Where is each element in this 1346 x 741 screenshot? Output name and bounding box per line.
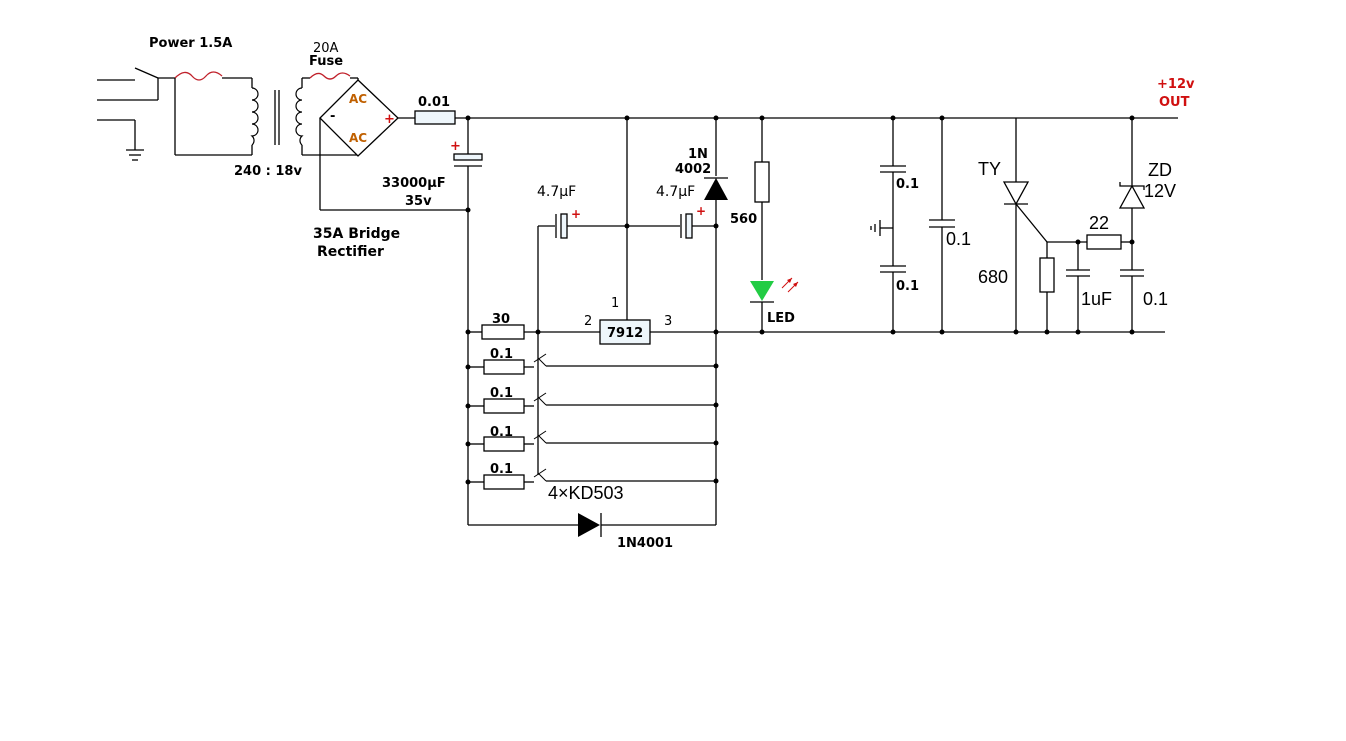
capacitor-1uf bbox=[1066, 242, 1090, 332]
label-thyristor: TY bbox=[978, 159, 1001, 179]
label-main-cap: 33000μF bbox=[382, 176, 446, 191]
label-power: Power 1.5A bbox=[149, 36, 232, 51]
label-bridge-line2: Rectifier bbox=[317, 244, 384, 260]
thyristor bbox=[1002, 181, 1030, 206]
capacitor-4.7uf-b bbox=[680, 213, 693, 239]
label-cap-b: 4.7μF bbox=[656, 184, 695, 200]
led-indicator bbox=[750, 277, 799, 303]
junctions bbox=[465, 115, 1135, 485]
label-cap-bottom: 0.1 bbox=[896, 279, 919, 294]
bridge-rectifier bbox=[319, 79, 399, 157]
resistor-680 bbox=[1039, 257, 1055, 293]
label-fuse: Fuse bbox=[309, 54, 343, 69]
label-cap-gate: 0.1 bbox=[1143, 289, 1168, 309]
label-bridge-minus: - bbox=[330, 109, 335, 124]
label-resistor-22: 22 bbox=[1089, 213, 1109, 233]
label-cap-top: 0.1 bbox=[896, 177, 919, 192]
capacitor-gate-0.1 bbox=[1120, 269, 1144, 332]
primary-fuse bbox=[174, 71, 223, 81]
label-resistor-30: 30 bbox=[492, 312, 510, 327]
label-emitter-r2: 0.1 bbox=[490, 386, 513, 401]
label-bridge-line1: 35A Bridge bbox=[313, 226, 400, 242]
capacitor-stack bbox=[870, 118, 906, 332]
emitter-resistors bbox=[468, 359, 534, 490]
label-fuse-rating: 20A bbox=[313, 41, 339, 56]
label-pin1: 1 bbox=[611, 296, 619, 311]
label-shunt: 0.01 bbox=[418, 95, 450, 110]
label-zener: ZD bbox=[1148, 160, 1172, 180]
diode-1n4002 bbox=[704, 177, 728, 200]
secondary-fuse bbox=[309, 72, 351, 80]
label-main-cap-voltage: 35v bbox=[405, 194, 432, 209]
diode-1n4001 bbox=[578, 513, 602, 537]
shunt-resistor bbox=[414, 110, 456, 125]
capacitor-4.7uf-a bbox=[555, 213, 568, 239]
label-diode-1n4001: 1N4001 bbox=[617, 536, 673, 551]
label-cap-large: 0.1 bbox=[946, 229, 971, 249]
label-diode-1n4002-line2: 4002 bbox=[675, 162, 711, 177]
capacitor-0.1-large bbox=[929, 118, 955, 332]
label-cap-b-plus: + bbox=[696, 204, 706, 218]
label-led: LED bbox=[767, 311, 795, 326]
label-ac-top: AC bbox=[349, 92, 367, 106]
power-switch bbox=[134, 67, 175, 101]
label-output-voltage: +12v bbox=[1157, 77, 1195, 92]
label-resistor-680: 680 bbox=[978, 267, 1008, 287]
label-cap-1uf: 1uF bbox=[1081, 289, 1112, 309]
label-regulator: 7912 bbox=[607, 326, 643, 341]
zener-diode bbox=[1118, 118, 1146, 270]
transistors-kd503 bbox=[533, 332, 716, 482]
label-main-cap-plus: + bbox=[450, 139, 461, 154]
label-emitter-r1: 0.1 bbox=[490, 347, 513, 362]
mains-plug bbox=[97, 79, 144, 161]
label-diode-1n4002-line1: 1N bbox=[688, 147, 708, 162]
transformer bbox=[250, 87, 304, 146]
resistor-30 bbox=[481, 324, 525, 340]
label-pin3: 3 bbox=[664, 314, 672, 329]
label-zener-voltage: 12V bbox=[1144, 181, 1176, 201]
label-cap-a: 4.7μF bbox=[537, 184, 576, 200]
label-pin2: 2 bbox=[584, 314, 592, 329]
label-ac-bottom: AC bbox=[349, 131, 367, 145]
label-transistors: 4×KD503 bbox=[548, 483, 624, 503]
label-emitter-r4: 0.1 bbox=[490, 462, 513, 477]
resistor-560 bbox=[754, 161, 770, 203]
resistor-22 bbox=[1086, 234, 1122, 250]
label-resistor-560: 560 bbox=[730, 212, 757, 227]
main-filter-capacitor bbox=[453, 118, 483, 525]
label-bridge-plus: + bbox=[384, 112, 395, 127]
regulator-7912 bbox=[599, 319, 651, 345]
label-output: OUT bbox=[1159, 95, 1190, 110]
label-cap-a-plus: + bbox=[571, 207, 581, 221]
label-ratio: 240 : 18v bbox=[234, 164, 302, 179]
label-emitter-r3: 0.1 bbox=[490, 425, 513, 440]
